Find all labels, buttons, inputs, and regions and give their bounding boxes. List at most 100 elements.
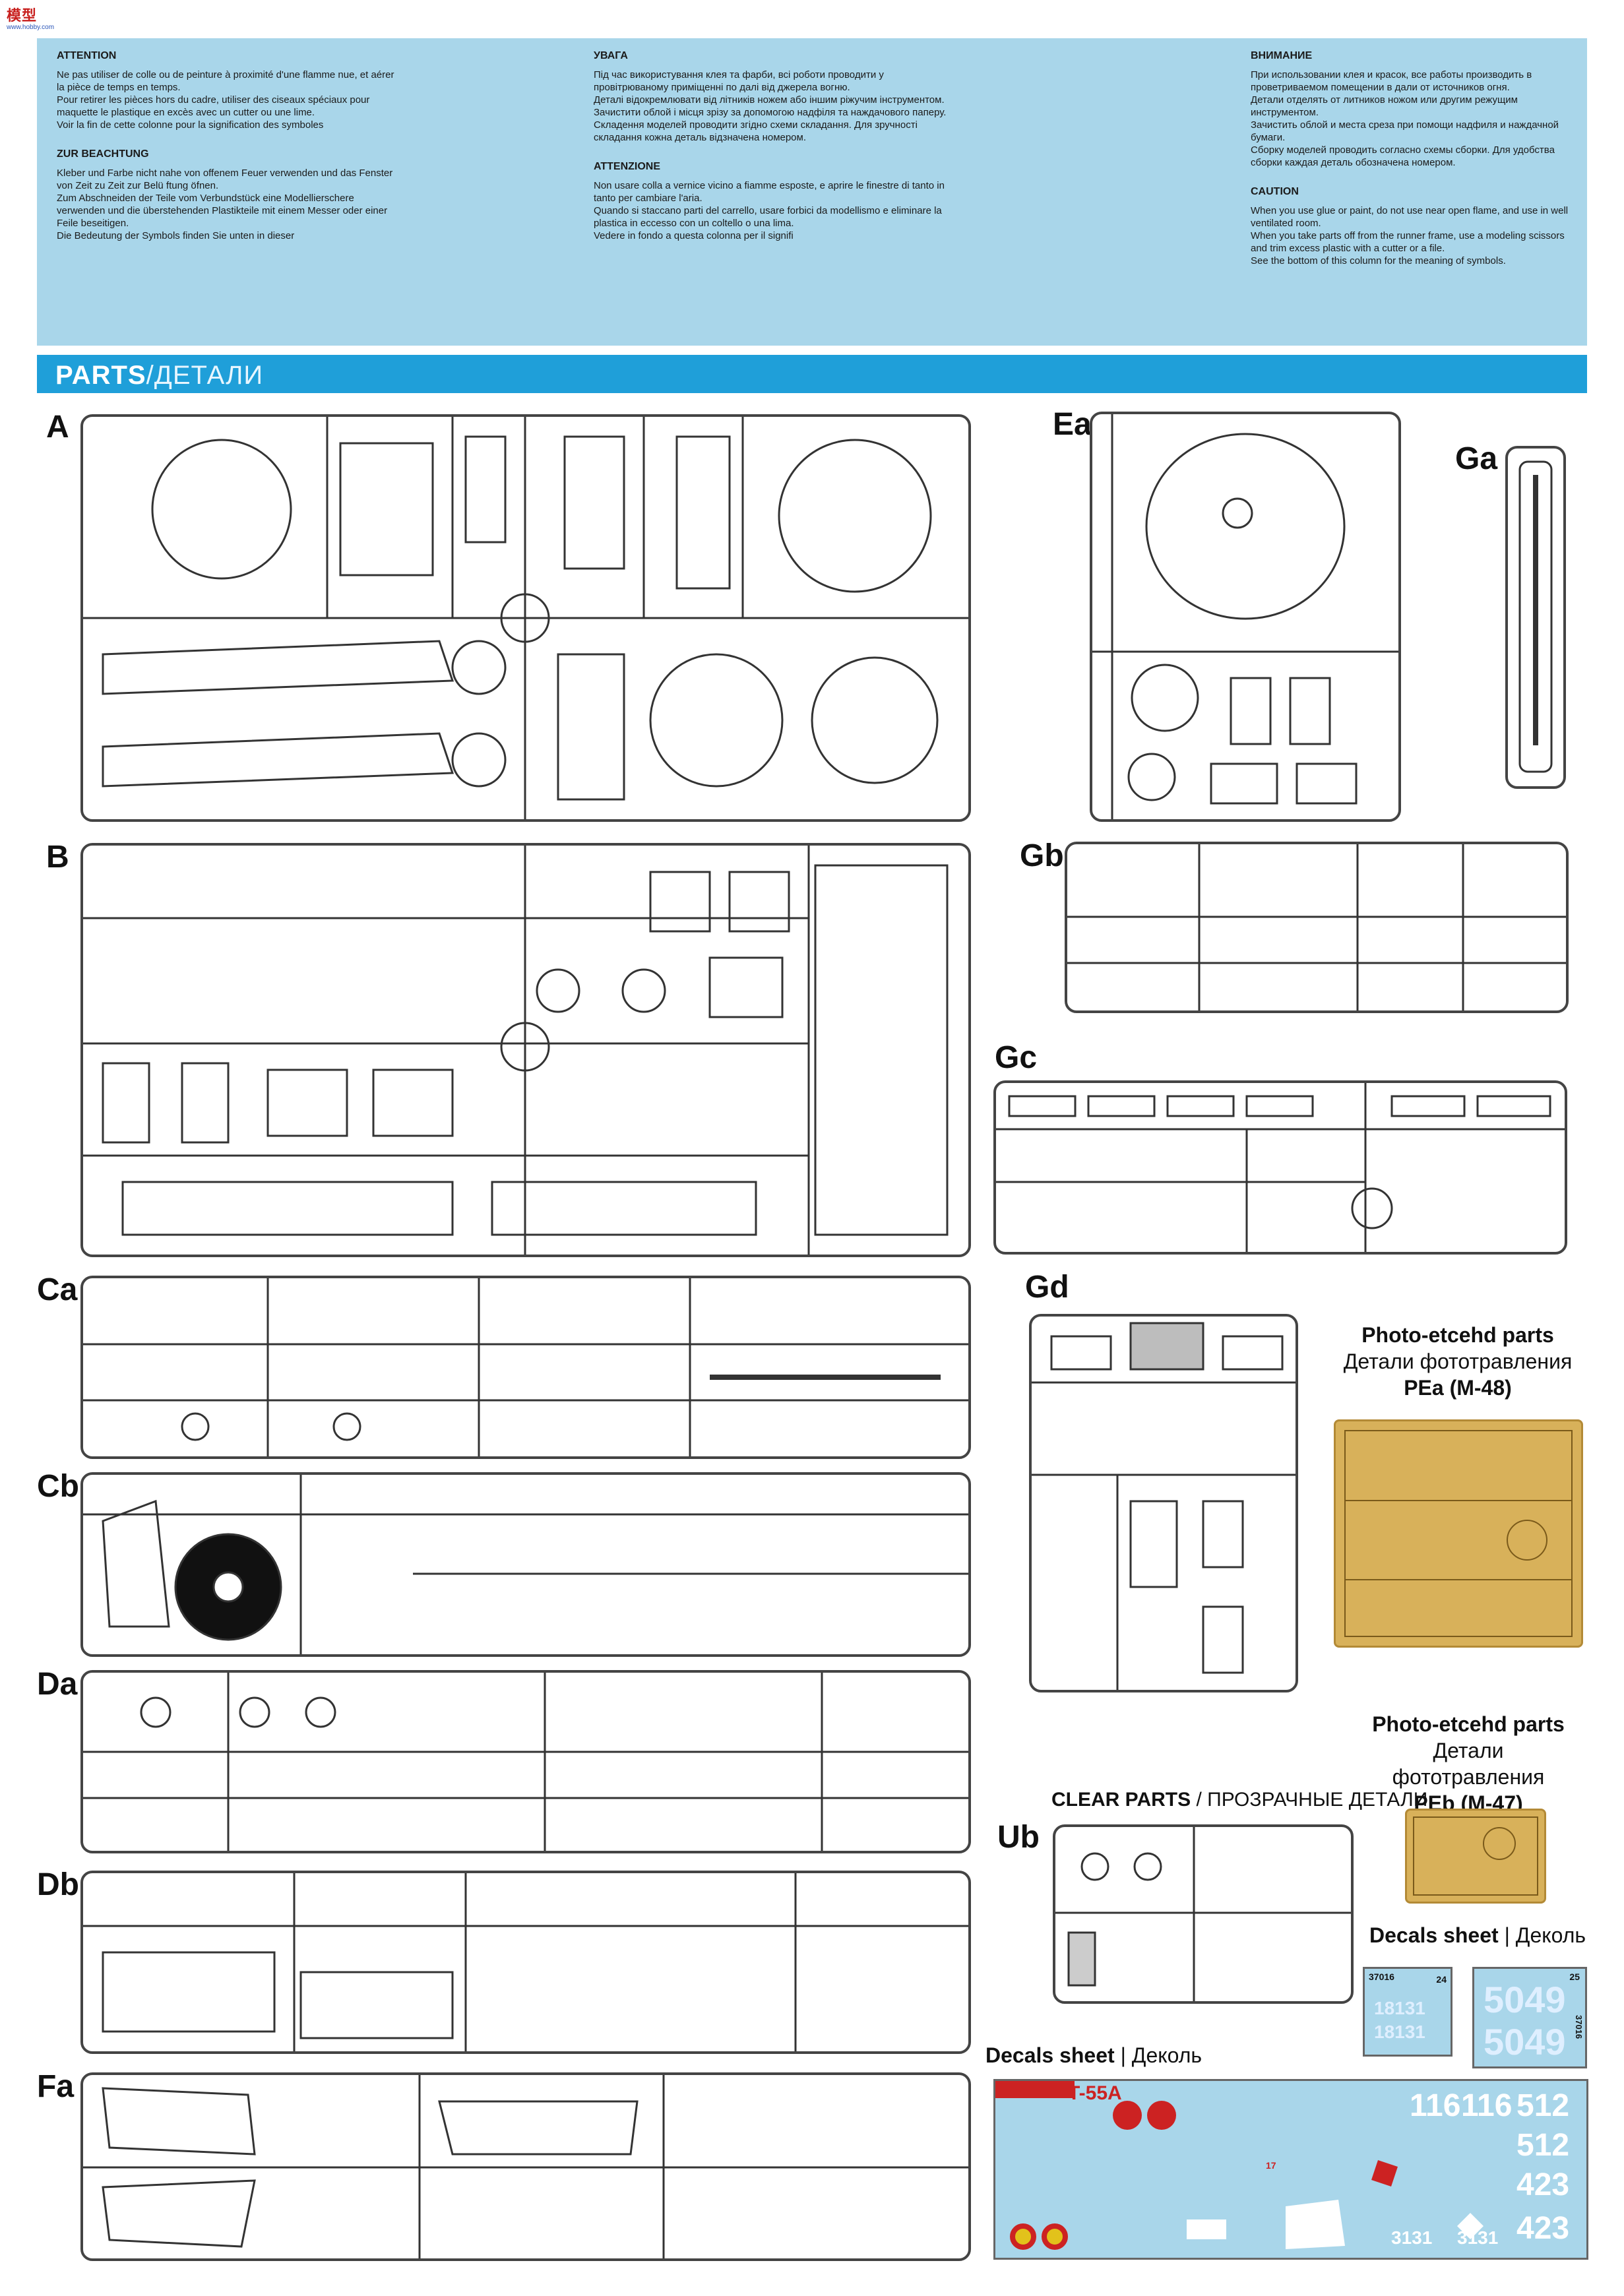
parts-banner-title: PARTS/ДЕТАЛИ: [55, 361, 263, 390]
warning-body-fr: Ne pas utiliser de colle ou de peinture …: [57, 69, 394, 131]
sprue-label-ga: Ga: [1455, 441, 1498, 476]
decal-b-text2: 5049: [1483, 2021, 1566, 2063]
sprue-ga-drawing: [1518, 460, 1553, 773]
clear-parts-ru: / ПРОЗРАЧНЫЕ ДЕТАЛИ: [1191, 1789, 1428, 1811]
sprue-label-gc: Gc: [995, 1040, 1038, 1075]
site-logo: 模型 www.hobby.com: [7, 4, 54, 31]
sprue-gc: [993, 1080, 1567, 1255]
pe-b-fret-drawing: [1413, 1816, 1538, 1896]
decal-tank-name: T-55A: [1068, 2082, 1122, 2104]
decal-sheet-a: 37016 24 18131 18131: [1363, 1967, 1452, 2057]
pe-a-fret-drawing: [1344, 1430, 1573, 1637]
decals-small-en: Decals sheet: [1369, 1923, 1499, 1947]
sprue-cb: [80, 1472, 971, 1657]
sprue-ca-drawing: [83, 1278, 968, 1456]
sprue-ea: [1090, 412, 1401, 822]
sprue-da-drawing: [83, 1673, 968, 1851]
pe-a-code: PEa (M-48): [1404, 1376, 1512, 1400]
sprue-label-cb: Cb: [37, 1469, 79, 1504]
decal-sheet-main-drawing: [995, 2081, 1483, 2250]
logo-text: 模型: [7, 7, 38, 24]
pe-a-caption: Photo-etcehd parts Детали фототравления …: [1326, 1322, 1590, 1401]
sprue-gd: [1029, 1314, 1298, 1692]
sprue-ea-drawing: [1092, 414, 1398, 819]
decals-big-en: Decals sheet: [985, 2043, 1115, 2067]
sprue-b: [80, 843, 971, 1257]
sprue-fa: [80, 2072, 971, 2261]
decal-b-code: 37016: [1574, 2015, 1584, 2039]
sprue-gc-drawing: [996, 1083, 1565, 1252]
decal-num-423b: 423: [1516, 2211, 1570, 2246]
warning-title-en: CAUTION: [1251, 186, 1299, 197]
sprue-label-ub: Ub: [997, 1820, 1040, 1855]
warning-body-en: When you use glue or paint, do not use n…: [1251, 205, 1569, 266]
decal-num-423a: 423: [1516, 2167, 1570, 2202]
sprue-label-gd: Gd: [1025, 1270, 1069, 1305]
warning-title-ua: УВАГА: [594, 50, 628, 61]
sprue-gb: [1065, 842, 1569, 1013]
decal-a-number: 24: [1436, 1974, 1447, 1985]
parts-title-en: PARTS: [55, 361, 146, 390]
decal-b-number: 25: [1569, 1971, 1580, 1982]
decal-sheet-b: 25 5049 5049 37016: [1472, 1967, 1587, 2068]
sprue-fa-drawing: [83, 2075, 968, 2258]
decal-num-3131b: 3131: [1457, 2227, 1499, 2248]
sprue-ca: [80, 1276, 971, 1459]
sprue-label-da: Da: [37, 1667, 78, 1702]
sprue-db: [80, 1871, 971, 2054]
parts-title-ru: /ДЕТАЛИ: [146, 361, 264, 390]
pe-b-fret: [1405, 1809, 1546, 1904]
decal-sheet-main: T-55A 116 116 512 512 423 423 3131 3131 …: [993, 2079, 1588, 2260]
sprue-ga: [1505, 446, 1566, 789]
decals-small-ru: | Деколь: [1498, 1923, 1586, 1947]
decals-big-ru: | Деколь: [1114, 2043, 1202, 2067]
logo-subtext: www.hobby.com: [7, 24, 55, 31]
sprue-label-b: B: [46, 840, 69, 875]
sprue-label-fa: Fa: [37, 2069, 75, 2104]
decal-num-512b: 512: [1516, 2128, 1570, 2163]
warning-title-fr: ATTENTION: [57, 50, 117, 61]
sprue-a: [80, 414, 971, 822]
sprue-label-ca: Ca: [37, 1272, 78, 1307]
sprue-ub: [1053, 1824, 1354, 2004]
decals-big-label: Decals sheet | Деколь: [985, 2043, 1202, 2068]
warning-title-de: ZUR BEACHTUNG: [57, 148, 149, 160]
warning-title-it: ATTENZIONE: [594, 161, 661, 172]
warning-title-ru: ВНИМАНИЕ: [1251, 50, 1313, 61]
decal-num-116b: 116: [1461, 2088, 1513, 2123]
pe-a-title-ru: Детали фототравления: [1343, 1350, 1573, 1373]
decal-num-3131a: 3131: [1391, 2227, 1433, 2248]
sprue-label-a: A: [46, 410, 69, 445]
sprue-label-gb: Gb: [1020, 838, 1064, 873]
warning-body-ua: Під час використування клея та фарби, вс…: [594, 69, 947, 143]
sprue-da: [80, 1670, 971, 1853]
sprue-b-drawing: [83, 846, 949, 1255]
warning-column-left: ATTENTION Ne pas utiliser de colle ou de…: [57, 50, 400, 259]
decal-num-512a: 512: [1516, 2088, 1570, 2123]
sprue-cb-drawing: [83, 1475, 968, 1654]
pe-a-title: Photo-etcehd parts: [1361, 1323, 1554, 1347]
decal-num-116a: 116: [1410, 2088, 1461, 2123]
pe-b-title-ru: Детали фототравления: [1392, 1739, 1545, 1789]
decal-a-code: 37016: [1369, 1971, 1394, 1982]
decal-a-text2: 18131: [1374, 2022, 1425, 2042]
pe-b-title: Photo-etcehd parts: [1372, 1712, 1565, 1736]
warning-column-right: ВНИМАНИЕ При использовании клея и красок…: [1251, 50, 1574, 284]
clear-parts-label: CLEAR PARTS / ПРОЗРАЧНЫЕ ДЕТАЛИ: [1051, 1789, 1427, 1811]
decal-a-text1: 18131: [1374, 1998, 1425, 2018]
parts-banner: PARTS/ДЕТАЛИ: [37, 355, 1587, 393]
decal-b-text1: 5049: [1483, 1979, 1566, 2020]
clear-parts-en: CLEAR PARTS: [1051, 1789, 1191, 1811]
pe-a-fret: [1334, 1419, 1583, 1648]
sprue-db-drawing: [83, 1873, 968, 2051]
sprue-label-ea: Ea: [1053, 407, 1092, 442]
sprue-gb-drawing: [1067, 844, 1566, 1010]
warning-body-de: Kleber und Farbe nicht nahe von offenem …: [57, 168, 393, 241]
warning-body-it: Non usare colla a vernice vicino a fiamm…: [594, 180, 945, 241]
sprue-a-drawing: [83, 417, 968, 819]
sprue-ub-drawing: [1055, 1827, 1351, 2001]
decals-small-label: Decals sheet | Деколь: [1369, 1923, 1586, 1948]
warning-panel: ATTENTION Ne pas utiliser de colle ou de…: [37, 38, 1587, 346]
decal-index-17: 17: [1266, 2160, 1276, 2171]
sprue-label-db: Db: [37, 1867, 79, 1902]
